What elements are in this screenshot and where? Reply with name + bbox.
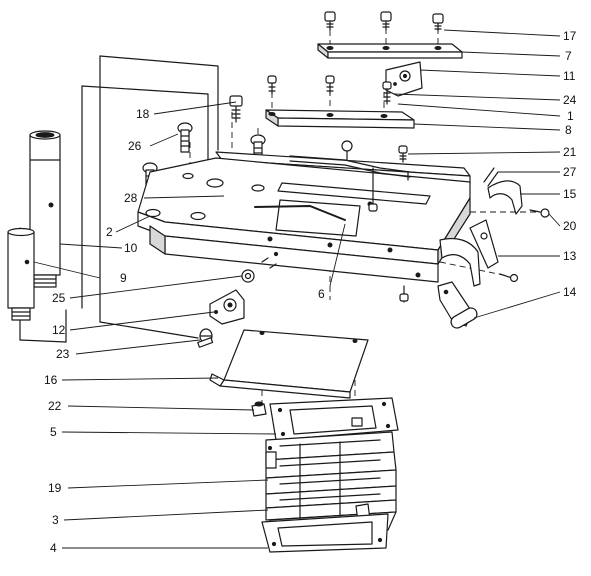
main-base-frame	[137, 151, 471, 283]
pivot-bracket	[385, 61, 423, 97]
handle-lever	[399, 281, 478, 329]
callout-9: 9	[120, 271, 127, 285]
callout-11: 11	[563, 69, 576, 83]
callout-7: 7	[565, 49, 572, 63]
callout-28: 28	[124, 191, 138, 205]
callout-3: 3	[52, 513, 59, 527]
screws-rail	[267, 75, 335, 95]
clamp-rail	[265, 109, 415, 129]
callout-27: 27	[563, 165, 577, 179]
callout-19: 19	[48, 481, 62, 495]
latch-parts	[483, 167, 550, 218]
callout-8: 8	[565, 123, 572, 137]
callout-23: 23	[56, 347, 70, 361]
side-bracket	[197, 251, 279, 348]
screw-18	[229, 95, 243, 123]
linkage-spring	[289, 140, 411, 212]
callout-6: 6	[318, 287, 325, 301]
callout-22: 22	[48, 399, 62, 413]
bellows	[265, 431, 397, 537]
callout-21: 21	[563, 145, 577, 159]
gasket-plate	[269, 397, 399, 441]
callout-26: 26	[128, 139, 142, 153]
callout-12: 12	[52, 323, 66, 337]
callout-5: 5	[50, 425, 57, 439]
callout-17: 17	[563, 29, 577, 43]
callout-14: 14	[563, 285, 577, 299]
callout-2: 2	[106, 225, 113, 239]
bottom-frame	[261, 513, 389, 553]
nut-22	[251, 401, 267, 417]
callout-20: 20	[563, 219, 577, 233]
column-sleeve	[7, 227, 35, 321]
callout-10: 10	[124, 241, 138, 255]
callout-13: 13	[563, 249, 577, 263]
callout-18: 18	[136, 107, 150, 121]
callout-1: 1	[567, 109, 574, 123]
callout-24: 24	[563, 93, 577, 107]
callout-labels: 17 7 11 24 1 8 21 27 15 20 13 14 6 18 26…	[44, 29, 577, 555]
callout-15: 15	[563, 187, 577, 201]
column-tube	[27, 130, 61, 288]
callout-25: 25	[52, 291, 66, 305]
small-screws	[382, 81, 408, 163]
screws-17	[324, 11, 444, 32]
top-clamp-rail	[317, 43, 463, 59]
callout-4: 4	[50, 541, 57, 555]
leader-lines	[33, 29, 561, 549]
callout-16: 16	[44, 373, 58, 387]
hinge-plates	[439, 219, 519, 287]
hood-cover	[209, 329, 369, 399]
